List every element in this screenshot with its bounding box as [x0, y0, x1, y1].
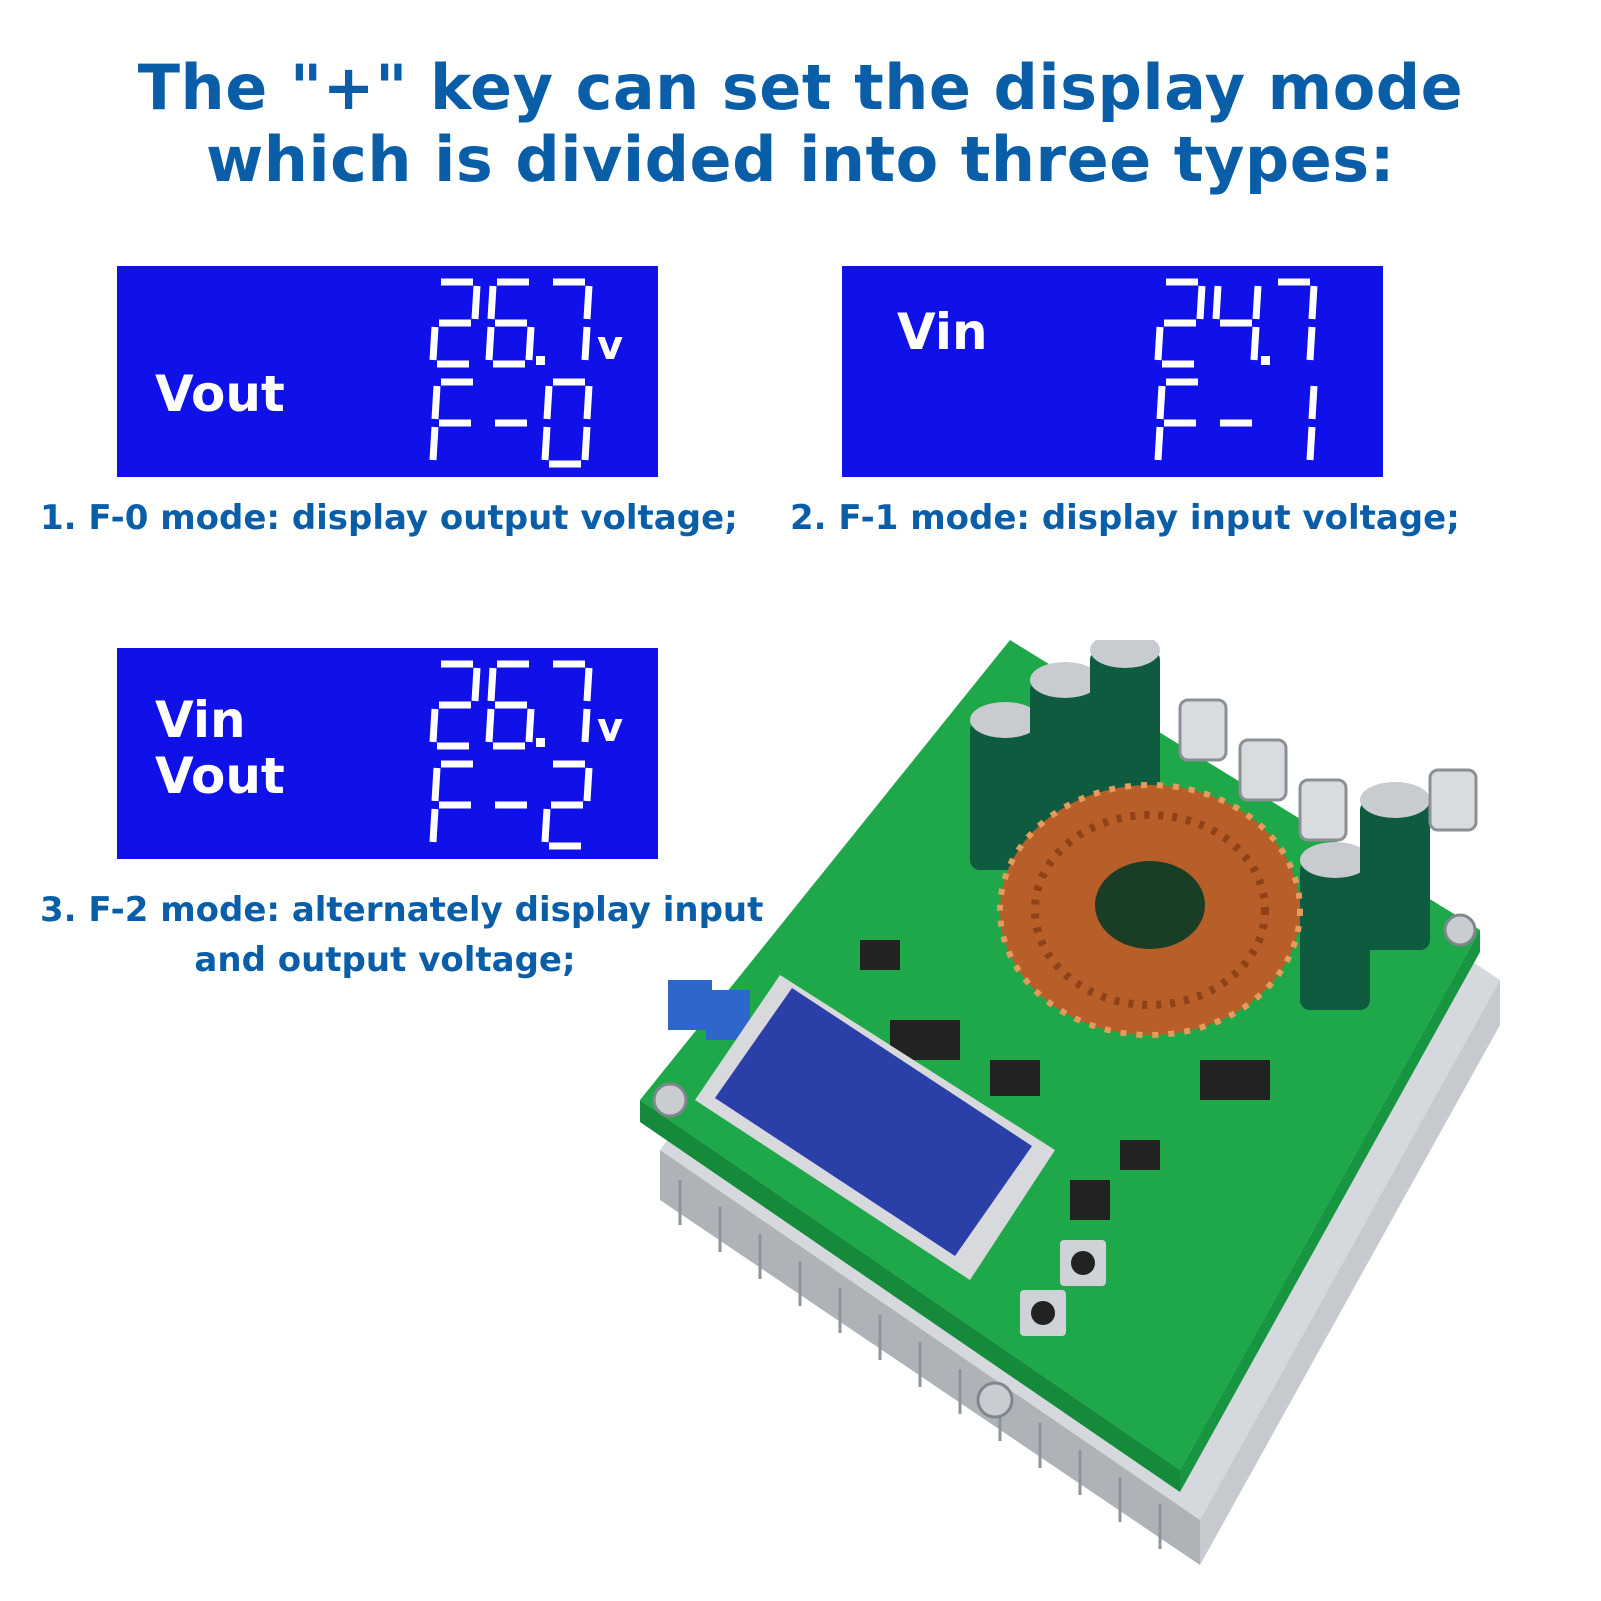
lcd-display-f0: Vout v: [117, 266, 658, 477]
converter-board-illustration: [640, 632, 1500, 1565]
decimal-point: [1261, 356, 1270, 365]
caption-f2: 3. F-2 mode: alternately display input a…: [40, 885, 764, 985]
seven-segment-stroke: [541, 808, 551, 843]
seven-segment-stroke: [431, 767, 441, 802]
seven-segment-stroke: [581, 426, 591, 461]
seven-segment-stroke: [487, 667, 497, 702]
lcd-mode-digits: [429, 760, 593, 850]
seven-segment-stroke: [431, 385, 441, 420]
seven-segment-stroke: [525, 708, 535, 743]
seven-segment-stroke: [1250, 326, 1260, 361]
seven-segment-stroke: [1212, 285, 1222, 320]
trimmer-potentiometers: [668, 980, 750, 1040]
seven-segment-stroke: [485, 326, 495, 361]
caption-line: and output voltage;: [194, 940, 576, 980]
seven-segment-stroke: [471, 285, 481, 320]
caption-line: 3. F-2 mode: alternately display input: [40, 890, 764, 930]
seven-segment-stroke: [1306, 326, 1316, 361]
seven-segment-stroke: [1308, 385, 1318, 420]
seven-segment-stroke: [583, 767, 593, 802]
lcd-display-f1: Vin: [842, 266, 1383, 477]
seven-segment-stroke: [1252, 285, 1262, 320]
seven-segment-stroke: [429, 426, 439, 461]
lcd-unit: v: [597, 705, 624, 751]
lcd-unit: v: [597, 323, 624, 369]
seven-segment-stroke: [485, 708, 495, 743]
seven-segment-stroke: [1156, 385, 1166, 420]
headline-line-1: The "+" key can set the display mode: [137, 51, 1464, 124]
caption-f1: 2. F-1 mode: display input voltage;: [790, 493, 1460, 543]
heatsink-fins: [678, 1180, 1162, 1549]
seven-segment-stroke: [581, 326, 591, 361]
caption-f0: 1. F-0 mode: display output voltage;: [40, 493, 738, 543]
seven-segment-stroke: [487, 285, 497, 320]
seven-segment-stroke: [1306, 426, 1316, 461]
lcd-label-vout: Vout: [155, 747, 285, 805]
headline: The "+" key can set the display mode whi…: [0, 52, 1601, 196]
lcd-mode-digits: [429, 378, 593, 468]
lcd-label-vin: Vin: [897, 303, 988, 361]
screw-terminals: [1178, 698, 1478, 842]
headline-line-2: which is divided into three types:: [205, 123, 1395, 196]
seven-segment-stroke: [1154, 426, 1164, 461]
toroid-inductor: [997, 782, 1303, 1038]
lcd-reading-digits: [1154, 278, 1318, 368]
seven-segment-stroke: [1196, 285, 1206, 320]
seven-segment-stroke: [583, 385, 593, 420]
lcd-label-vout: Vout: [155, 365, 285, 423]
mounting-screws: [652, 913, 1477, 1419]
seven-segment-stroke: [429, 808, 439, 843]
lcd-reading-digits: [429, 278, 593, 368]
ic-chips: [860, 940, 1270, 1220]
seven-segment-stroke: [429, 708, 439, 743]
lcd-module: [695, 975, 1055, 1280]
seven-segment-stroke: [525, 326, 535, 361]
seven-segment-stroke: [429, 326, 439, 361]
seven-segment-stroke: [471, 667, 481, 702]
lcd-display-f2: Vin Vout v: [117, 648, 658, 859]
lcd-reading-digits: [429, 660, 593, 750]
tactile-buttons: [1020, 1240, 1106, 1336]
product-photo: [640, 632, 1540, 1570]
seven-segment-stroke: [1154, 326, 1164, 361]
caption-line: 1. F-0 mode: display output voltage;: [40, 498, 738, 538]
seven-segment-stroke: [541, 426, 551, 461]
seven-segment-stroke: [583, 285, 593, 320]
seven-segment-stroke: [581, 708, 591, 743]
caption-line: 2. F-1 mode: display input voltage;: [790, 498, 1460, 538]
decimal-point: [536, 738, 545, 747]
decimal-point: [536, 356, 545, 365]
seven-segment-stroke: [583, 667, 593, 702]
lcd-label-vin: Vin: [155, 691, 246, 749]
seven-segment-stroke: [543, 385, 553, 420]
capacitors: [970, 632, 1430, 1010]
seven-segment-stroke: [1308, 285, 1318, 320]
lcd-mode-digits: [1154, 378, 1318, 461]
